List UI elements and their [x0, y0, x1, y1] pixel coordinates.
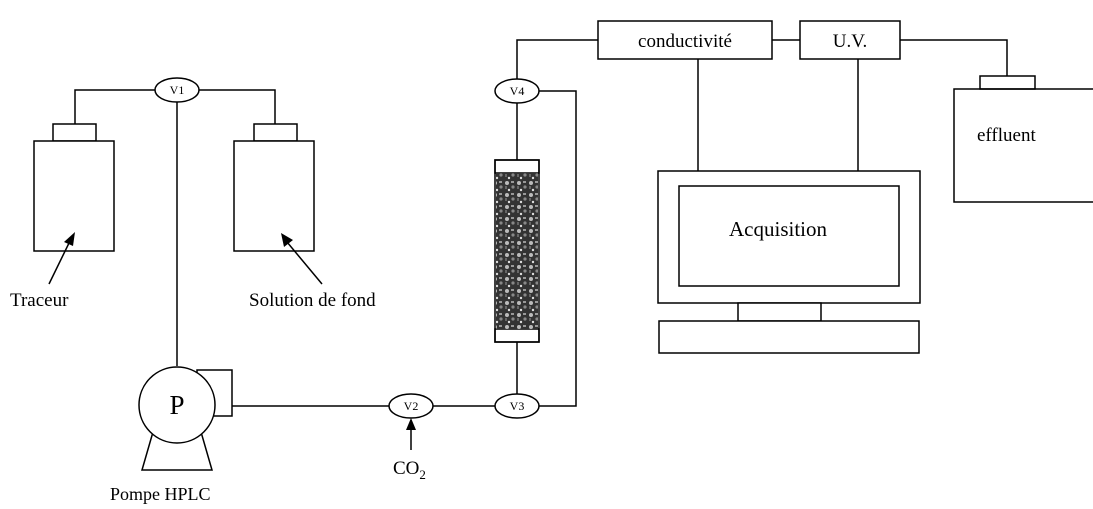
- valve-v1-label: V1: [170, 83, 185, 97]
- solution-de-fond-bottle: [233, 123, 315, 252]
- valve-v2: V2: [388, 393, 434, 419]
- valve-v1: V1: [154, 77, 200, 103]
- pump-symbol-label: P: [169, 390, 184, 420]
- packed-column: [494, 159, 540, 343]
- co2-label: CO2: [393, 458, 426, 482]
- uv-label: U.V.: [833, 31, 868, 52]
- hplc-pump: [138, 366, 233, 471]
- uv-detector: U.V.: [799, 20, 901, 60]
- column-packing: [496, 173, 538, 329]
- tubing-lines: [74, 39, 1008, 407]
- traceur-label: Traceur: [10, 290, 69, 311]
- conductivite-label: conductivité: [638, 31, 732, 52]
- pump-name-label: Pompe HPLC: [110, 484, 211, 504]
- valve-v3-label: V3: [510, 399, 525, 413]
- traceur-arrow: [48, 232, 75, 285]
- solution-de-fond-label: Solution de fond: [249, 290, 376, 311]
- co2-arrow: [406, 418, 416, 450]
- valve-v4-label: V4: [510, 84, 525, 98]
- acquisition-computer: [657, 170, 921, 354]
- valve-v4: V4: [494, 78, 540, 104]
- valve-v3: V3: [494, 393, 540, 419]
- traceur-bottle: [33, 123, 115, 252]
- co2-subscript: 2: [419, 467, 426, 482]
- effluent-label: effluent: [977, 125, 1036, 146]
- conductivity-detector: conductivité: [597, 20, 773, 60]
- acquisition-label: Acquisition: [729, 217, 827, 241]
- valve-v2-label: V2: [404, 399, 419, 413]
- co2-text: CO: [393, 458, 419, 479]
- solution-de-fond-arrow: [281, 233, 323, 285]
- effluent-container: [953, 75, 1093, 203]
